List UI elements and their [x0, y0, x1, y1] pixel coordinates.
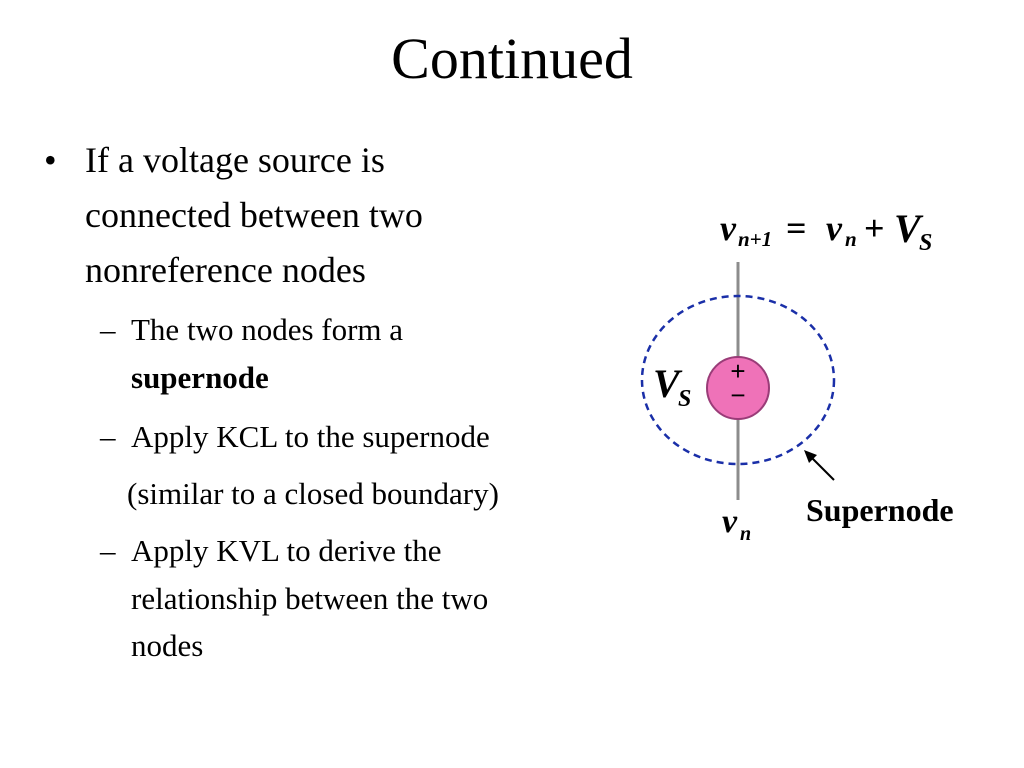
subbullet-3-line-3: nodes: [131, 628, 204, 663]
equation-plus: +: [864, 208, 885, 248]
source-label-sub-S: S: [678, 386, 691, 412]
supernode-diagram: v n+1 = v n + V S + − V S v n: [640, 206, 932, 545]
subbullet-marker-2: –: [100, 419, 116, 454]
bullet-line-3: nonreference nodes: [85, 250, 366, 290]
subbullet-2-line-1: Apply KCL to the supernode: [131, 419, 490, 454]
node-label-v: v: [722, 503, 738, 540]
supernode-label: Supernode: [806, 492, 954, 528]
subbullet-1-bold-term: supernode: [131, 360, 269, 395]
source-minus-sign: −: [730, 380, 745, 410]
subbullet-3-line-2: relationship between the two: [131, 581, 489, 616]
equation-sub-n: n: [845, 227, 857, 251]
source-label-V: V: [653, 361, 683, 406]
subbullet-1-line-1: The two nodes form a: [131, 312, 404, 347]
equation-sub-S: S: [919, 230, 932, 256]
equation-equals: =: [786, 208, 807, 248]
equation-v: v: [720, 208, 737, 248]
subbullet-3-line-1: Apply KVL to derive the: [131, 533, 442, 568]
equation-sub-n-plus-1: n+1: [738, 227, 772, 251]
bullet-line-1: If a voltage source is: [85, 140, 385, 180]
node-label-sub-n: n: [740, 523, 751, 545]
equation-V: V: [894, 206, 924, 251]
supernode-boundary: [640, 294, 836, 466]
subbullet-marker-1: –: [100, 312, 116, 347]
voltage-source-icon: [706, 356, 770, 420]
source-plus-sign: +: [730, 356, 745, 386]
subbullet-marker-3: –: [100, 533, 116, 568]
bullet-line-2: connected between two: [85, 195, 423, 235]
slide-title: Continued: [391, 26, 633, 91]
subbullet-2-continuation: (similar to a closed boundary): [127, 476, 499, 511]
bullet-marker: •: [44, 140, 57, 180]
pointer-arrow-head-icon: [804, 450, 817, 463]
equation-v-n: v: [826, 208, 843, 248]
